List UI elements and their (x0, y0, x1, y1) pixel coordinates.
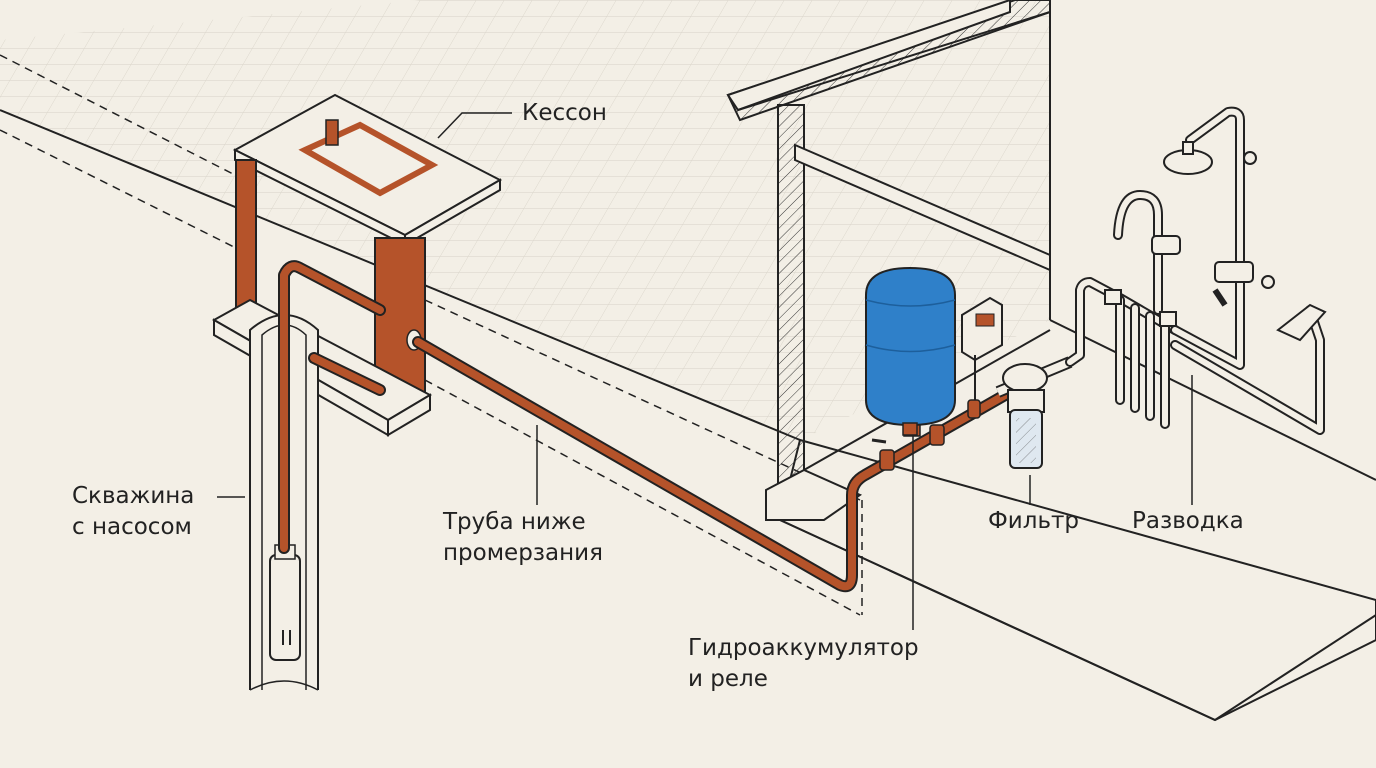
pressure-tank (865, 266, 956, 436)
pressure-switch (961, 296, 1003, 400)
fixtures (1104, 141, 1327, 342)
plumbing-distribution (1065, 106, 1325, 435)
label-caisson: Кессон (522, 100, 607, 126)
pipe-system (278, 260, 1011, 593)
house (726, 0, 1051, 521)
label-plumbing: Разводка (1132, 508, 1244, 534)
label-filter: Фильтр (988, 508, 1080, 534)
water-filter (995, 356, 1073, 469)
leader-lines (217, 112, 1193, 630)
